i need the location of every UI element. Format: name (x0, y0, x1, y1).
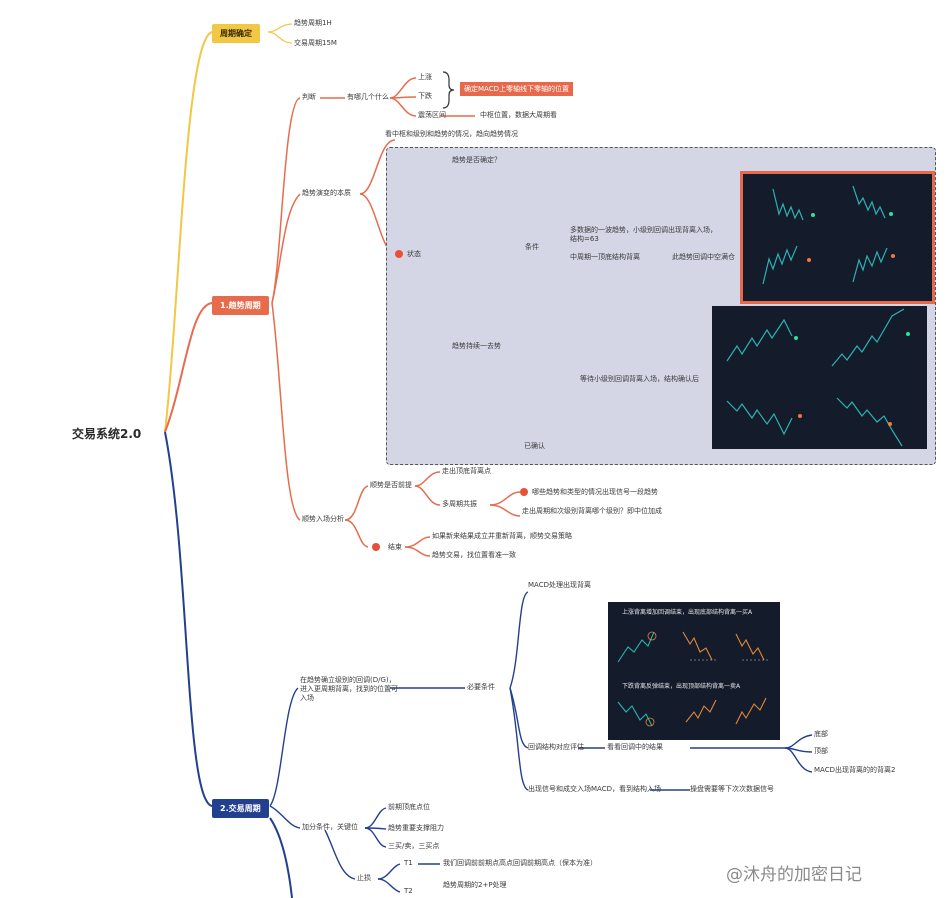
trend-c1: 多数据的一波趋势，小级别回调出现背离入场，结构=63 (570, 226, 717, 244)
trend-up: 上涨 (418, 73, 432, 81)
exec-break-note: 操盘需要等下次次数据信号 (690, 785, 774, 793)
trend-judge: 判断 (302, 93, 316, 101)
exec-r2: 顶部 (814, 747, 828, 755)
exec-f3: 三买/卖，三买点 (388, 842, 440, 850)
exec-panel-top-text: 上涨背离增加回调结束，出现底部结构背离一买A (622, 609, 753, 616)
exec-break: 出现信号和成交入场MACD，看到结构入场 (528, 785, 661, 793)
exec-t1: T1 (404, 859, 413, 867)
exec-tag[interactable]: 2.交易周期 (212, 799, 269, 818)
trend-tag[interactable]: 1.趋势周期 (212, 296, 269, 315)
trend-continue: 趋势持续一去势 (452, 342, 501, 350)
exec-t2: T2 (404, 887, 413, 895)
trend-c2: 中周期一顶底结构背离 (570, 253, 640, 261)
pattern-sparklines-1 (762, 185, 895, 285)
trend-cont-note: 等待小级别回调背离入场，结构确认后 (580, 375, 699, 383)
period-item-2: 交易周期15M (294, 39, 337, 47)
trend-e2a: 如果新来结果成立并重新背离，顺势交易策略 (432, 532, 572, 540)
trend-e1a: 走出顶底背离点 (442, 467, 491, 475)
trend-condition: 条件 (525, 243, 539, 251)
trend-done: 已确认 (524, 442, 545, 450)
trend-e1b: 多周期共振 (442, 500, 477, 508)
e1b-dot-icon (520, 488, 528, 496)
status-dot-icon (395, 250, 403, 258)
exec-r3: MACD出现背离的的背离2 (814, 766, 896, 774)
trend-down: 下跌 (418, 92, 432, 100)
exec-chart-panel: 上涨背离增加回调结束，出现底部结构背离一买A 下跌背离反弹结束，出现顶部结构背离… (608, 602, 780, 740)
exec-entry-cond: 在趋势确立级别的回调(D/G)，进入更周期背离，找到的位置可入场 (300, 676, 398, 703)
trend-q1: 趋势是否确定？ (452, 156, 501, 164)
pattern-sparklines-2 (726, 308, 910, 447)
trend-judge-q: 有哪几个什么 (347, 93, 389, 101)
period-item-1: 趋势周期1H (294, 19, 332, 27)
trend-e2b: 趋势交易，找位置看准一致 (432, 551, 516, 559)
trend-entry: 顺势入场分析 (302, 515, 344, 523)
watermark-text: @沐舟的加密日记 (726, 865, 862, 885)
trend-range: 震荡区间 (418, 111, 446, 119)
exec-f2: 趋势重要支撑阻力 (388, 824, 444, 832)
exec-stop: 止损 (357, 874, 371, 882)
exec-macd-note: MACD处理出现背离 (528, 581, 591, 589)
e2-dot-icon (372, 543, 380, 551)
trend-e2: 结束 (388, 543, 402, 551)
exec-cond-label: 必要条件 (467, 683, 495, 691)
root-title: 交易系统2.0 (72, 427, 142, 441)
exec-sparklines (617, 631, 770, 727)
exec-review: 回调结构对应评估 (528, 743, 584, 751)
exec-r1: 底部 (814, 730, 828, 738)
exec-lower-line (269, 817, 293, 898)
period-tag[interactable]: 周期确定 (212, 24, 260, 43)
trend-structure-note: 看中枢和级别和趋势的情况，趋向趋势情况 (385, 130, 518, 138)
trend-structure: 趋势演变的本质 (302, 189, 351, 197)
trend-e1b2: 走出周期和次级别背离哪个级别？即中位加成 (522, 507, 662, 515)
trend-e1b1: 哪些趋势和类型的情况出现信号一段趋势 (532, 488, 658, 496)
exec-panel-bottom-text: 下跌背离反弹结束，出现顶部结构背离一卖A (622, 683, 741, 690)
trend-range-note: 中枢位置，数据大周期看 (480, 111, 557, 119)
pattern-chart-image-1 (740, 171, 935, 304)
branch-period-line (164, 31, 213, 433)
exec-f1: 前期顶底点位 (388, 803, 430, 811)
macd-note-highlight: 确定MACD上零轴线下零轴的位置 (460, 82, 573, 96)
exec-review-note: 看看回调中的结果 (607, 743, 663, 751)
trend-e1: 顺势是否前提 (370, 481, 412, 489)
exec-t1-note: 我们回调前前期点高点回调前期高点（保本为准） (443, 859, 597, 867)
branch-exec-line (164, 431, 213, 807)
trend-status: 状态 (407, 250, 421, 258)
pattern-chart-image-2 (712, 306, 927, 449)
exec-filter: 加分条件，关键位 (302, 823, 358, 831)
branch-trend-line (164, 302, 213, 433)
curly-brace-1 (442, 71, 455, 109)
trend-c2-note: 此趋势回调中空满仓 (672, 253, 735, 261)
exec-t2-note: 趋势周期的2+P处理 (443, 881, 507, 889)
